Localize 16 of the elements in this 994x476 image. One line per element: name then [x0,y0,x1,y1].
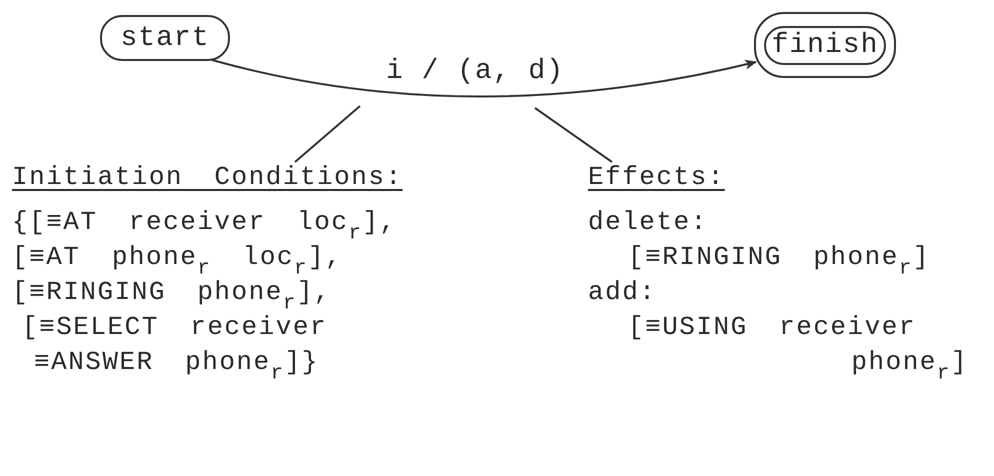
section-heading: Effects: [588,161,725,194]
transition-arrow [212,59,757,98]
condition-line: [≡RINGING phone$_{r}$] [628,241,930,275]
condition-line: [≡SELECT receiver ≡ANSWER phone$_{r}$]} [22,311,328,380]
condition-line: [≡USING receiver phone$_{r}$] [628,311,968,380]
condition-line: [≡RINGING phone$_{r}$], [12,276,332,310]
start-state: start [100,15,230,61]
condition-line: [≡AT phone$_{r}$ loc$_{r}$], [12,241,342,275]
condition-line: delete: [588,206,708,239]
section-heading: Initiation Conditions: [12,161,403,194]
leader-line [294,105,361,163]
condition-line: {[≡AT receiver loc$_{r}$], [12,206,397,240]
state-name: finish [764,26,886,64]
leader-line [534,107,613,163]
final-state-ring [754,12,896,78]
condition-line: add: [588,276,656,309]
